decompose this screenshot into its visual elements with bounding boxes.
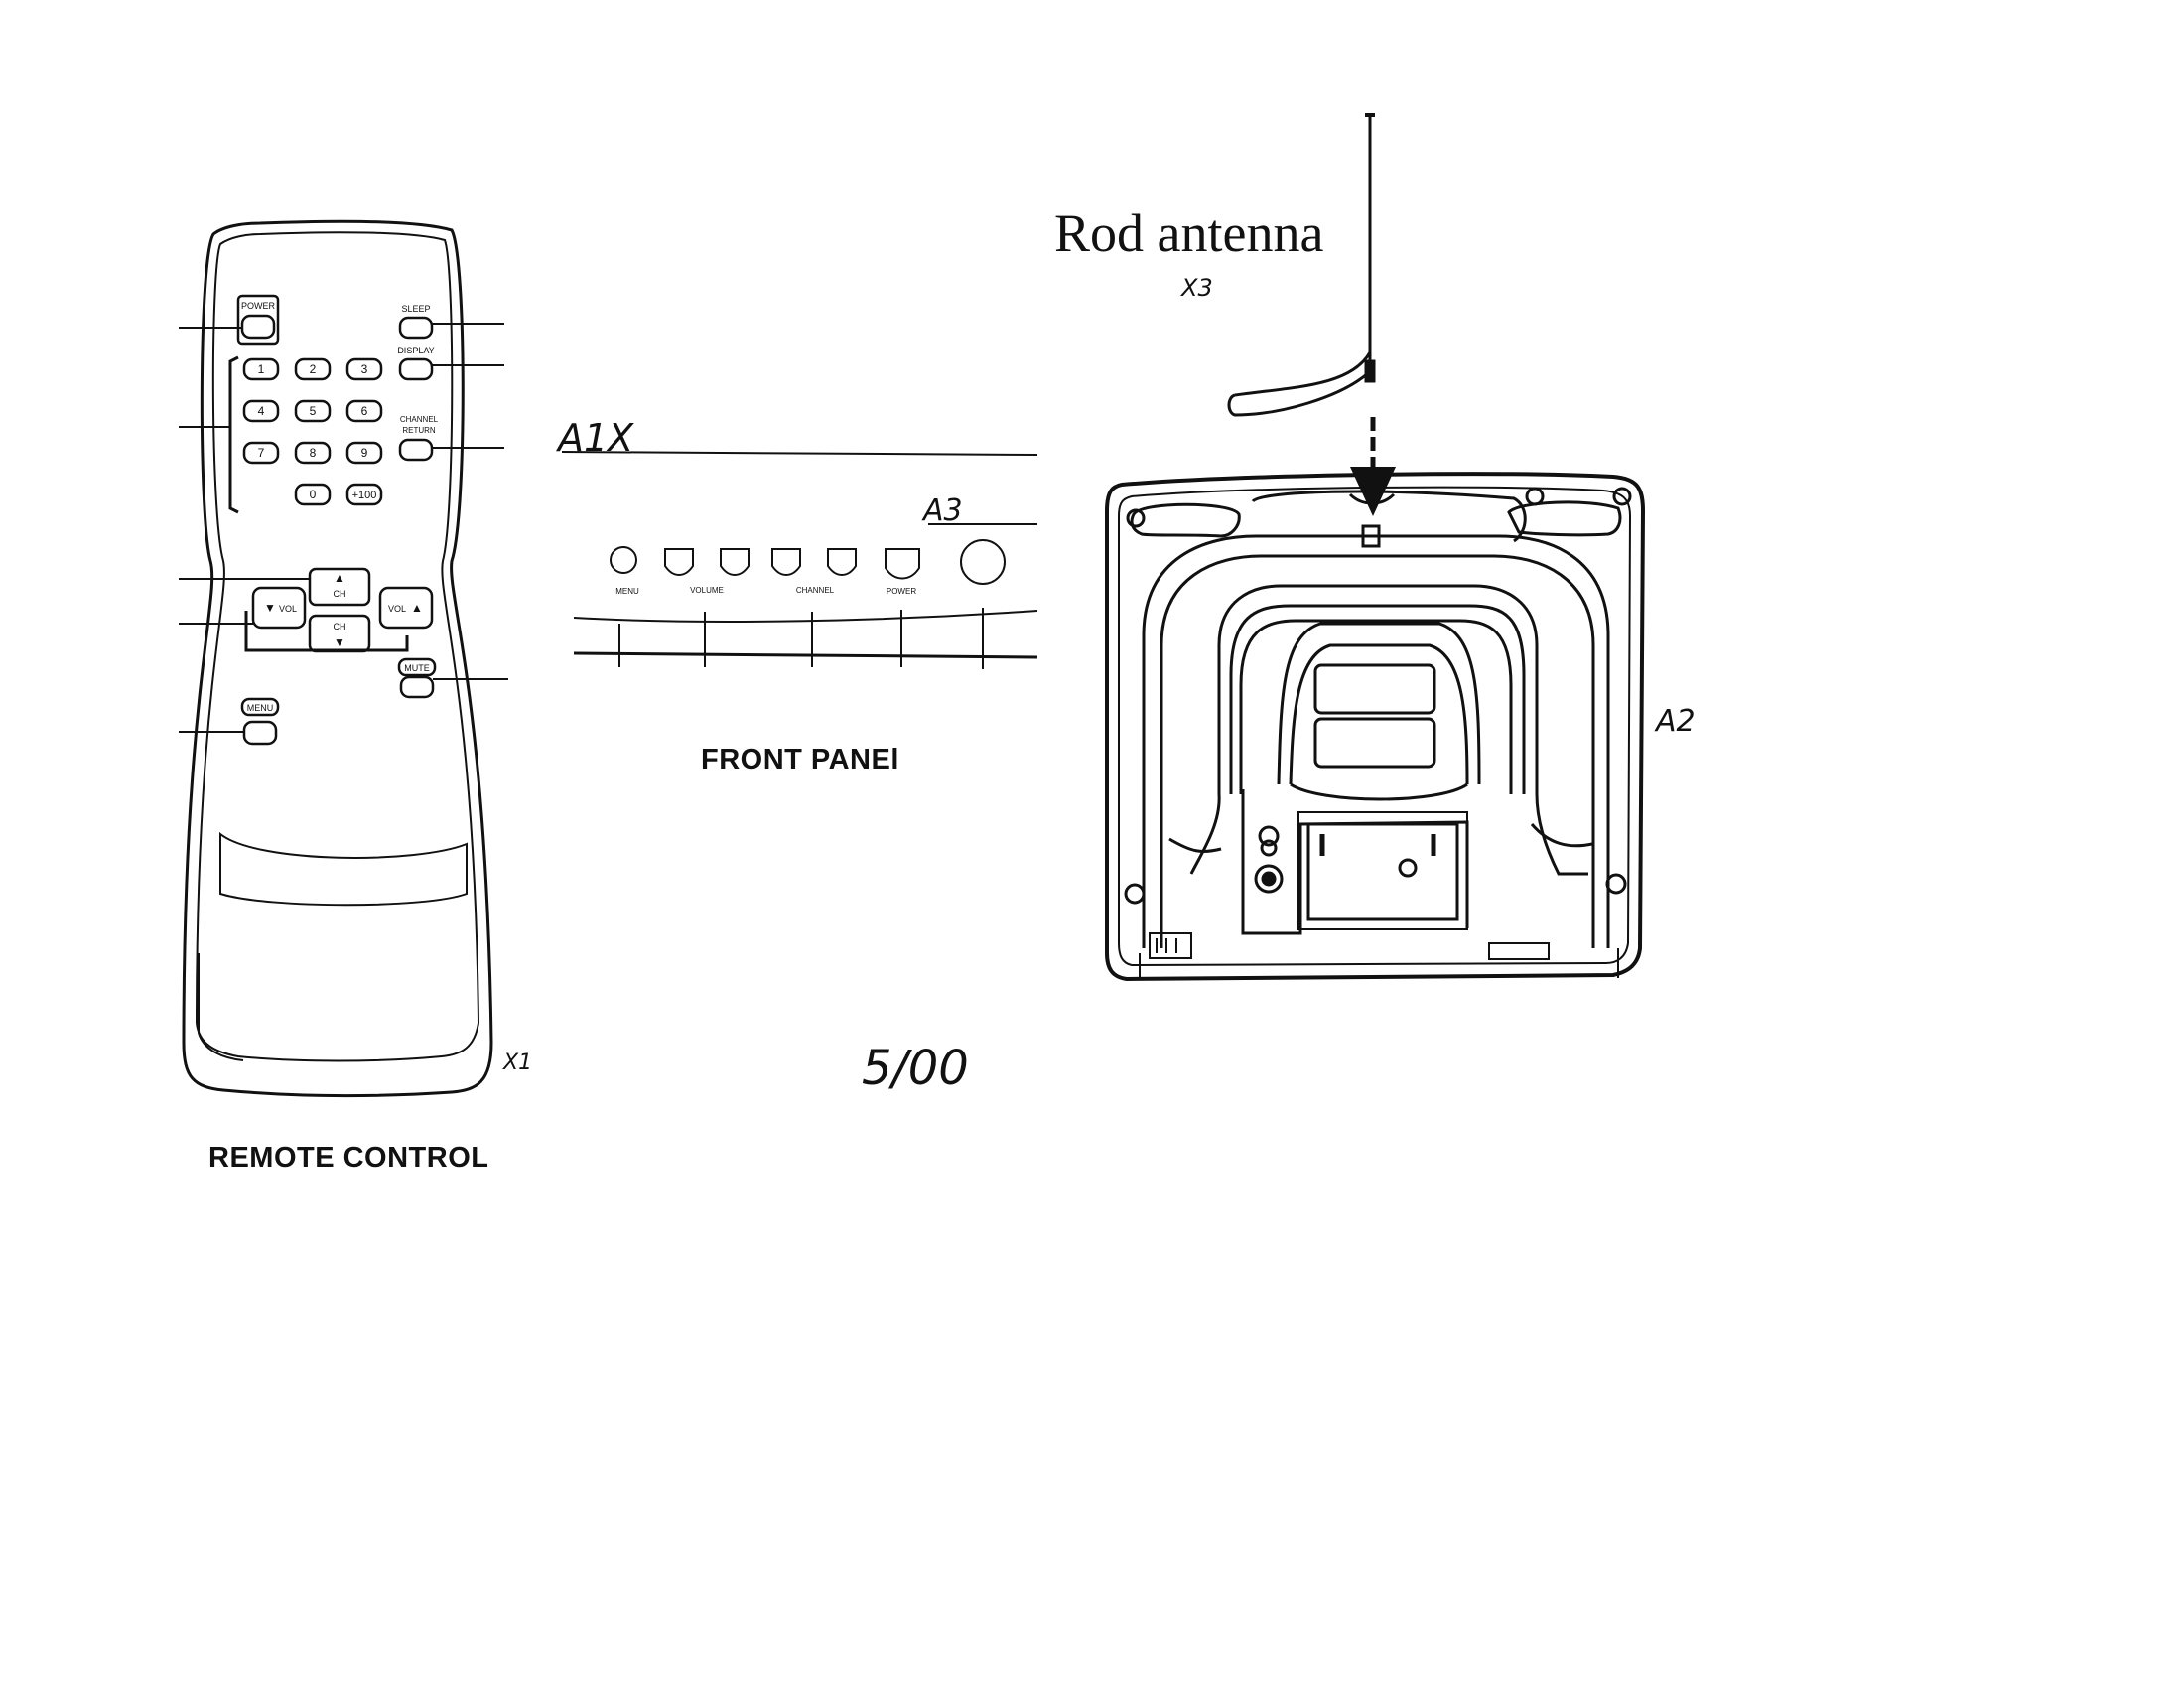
power-button-label: POWER <box>241 301 276 311</box>
digit-5-label: 5 <box>310 404 317 418</box>
front-panel-caption: FRONT PANEl <box>701 744 899 775</box>
vol-up-arrow-icon: ▲ <box>411 601 423 615</box>
remote-button-labels: POWER SLEEP DISPLAY CHANNEL RETURN 1 2 3… <box>241 301 439 713</box>
digit-4-label: 4 <box>258 404 265 418</box>
antenna-tag-x3: X3 <box>1181 274 1213 302</box>
ch-up-arrow-icon: ▲ <box>334 571 345 585</box>
date-stamp: 5/00 <box>862 1041 969 1096</box>
front-power-label: POWER <box>887 587 916 596</box>
digit-0-label: 0 <box>310 488 317 501</box>
remote-leader-lines <box>179 323 508 733</box>
vol-down-label: VOL <box>279 604 297 614</box>
front-channel-label: CHANNEL <box>796 586 835 595</box>
vol-down-arrow-icon: ▼ <box>264 601 276 615</box>
front-panel-labels: MENU VOLUME CHANNEL POWER <box>615 586 916 596</box>
ch-up-label: CH <box>334 589 346 599</box>
tv-back-tag-a2: A2 <box>1656 704 1696 739</box>
mute-button-label: MUTE <box>404 663 430 673</box>
rod-antenna-drawing <box>1227 113 1396 516</box>
digit-8-label: 8 <box>310 446 317 460</box>
digit-2-label: 2 <box>310 362 317 376</box>
menu-button-label: MENU <box>247 703 274 713</box>
remote-tag-x1: X1 <box>503 1051 533 1075</box>
digit-1-label: 1 <box>258 362 265 376</box>
vol-up-label: VOL <box>388 604 406 614</box>
remote-control-caption: REMOTE CONTROL <box>208 1142 489 1174</box>
ch-down-arrow-icon: ▼ <box>334 635 345 649</box>
digit-3-label: 3 <box>361 362 368 376</box>
digit-7-label: 7 <box>258 446 265 460</box>
front-panel-tag-a3: A3 <box>923 493 963 528</box>
remote-buttons <box>236 294 437 746</box>
ch-down-label: CH <box>334 622 346 632</box>
sleep-button-label: SLEEP <box>401 304 430 314</box>
front-volume-label: VOLUME <box>690 586 724 595</box>
digit-9-label: 9 <box>361 446 368 460</box>
front-menu-label: MENU <box>615 587 639 596</box>
front-panel-drawing <box>561 451 1038 669</box>
channel-return-label-2: RETURN <box>402 426 436 435</box>
tv-back-drawing <box>1105 472 1646 982</box>
digit-6-label: 6 <box>361 404 368 418</box>
rod-antenna-label: Rod antenna <box>1054 204 1324 263</box>
digit-100-label: +100 <box>352 490 377 501</box>
remote-control-drawing <box>182 219 493 1098</box>
display-button-label: DISPLAY <box>397 346 434 355</box>
front-panel-tag-a1x: A1X <box>558 416 634 460</box>
channel-return-label-1: CHANNEL <box>400 415 439 424</box>
